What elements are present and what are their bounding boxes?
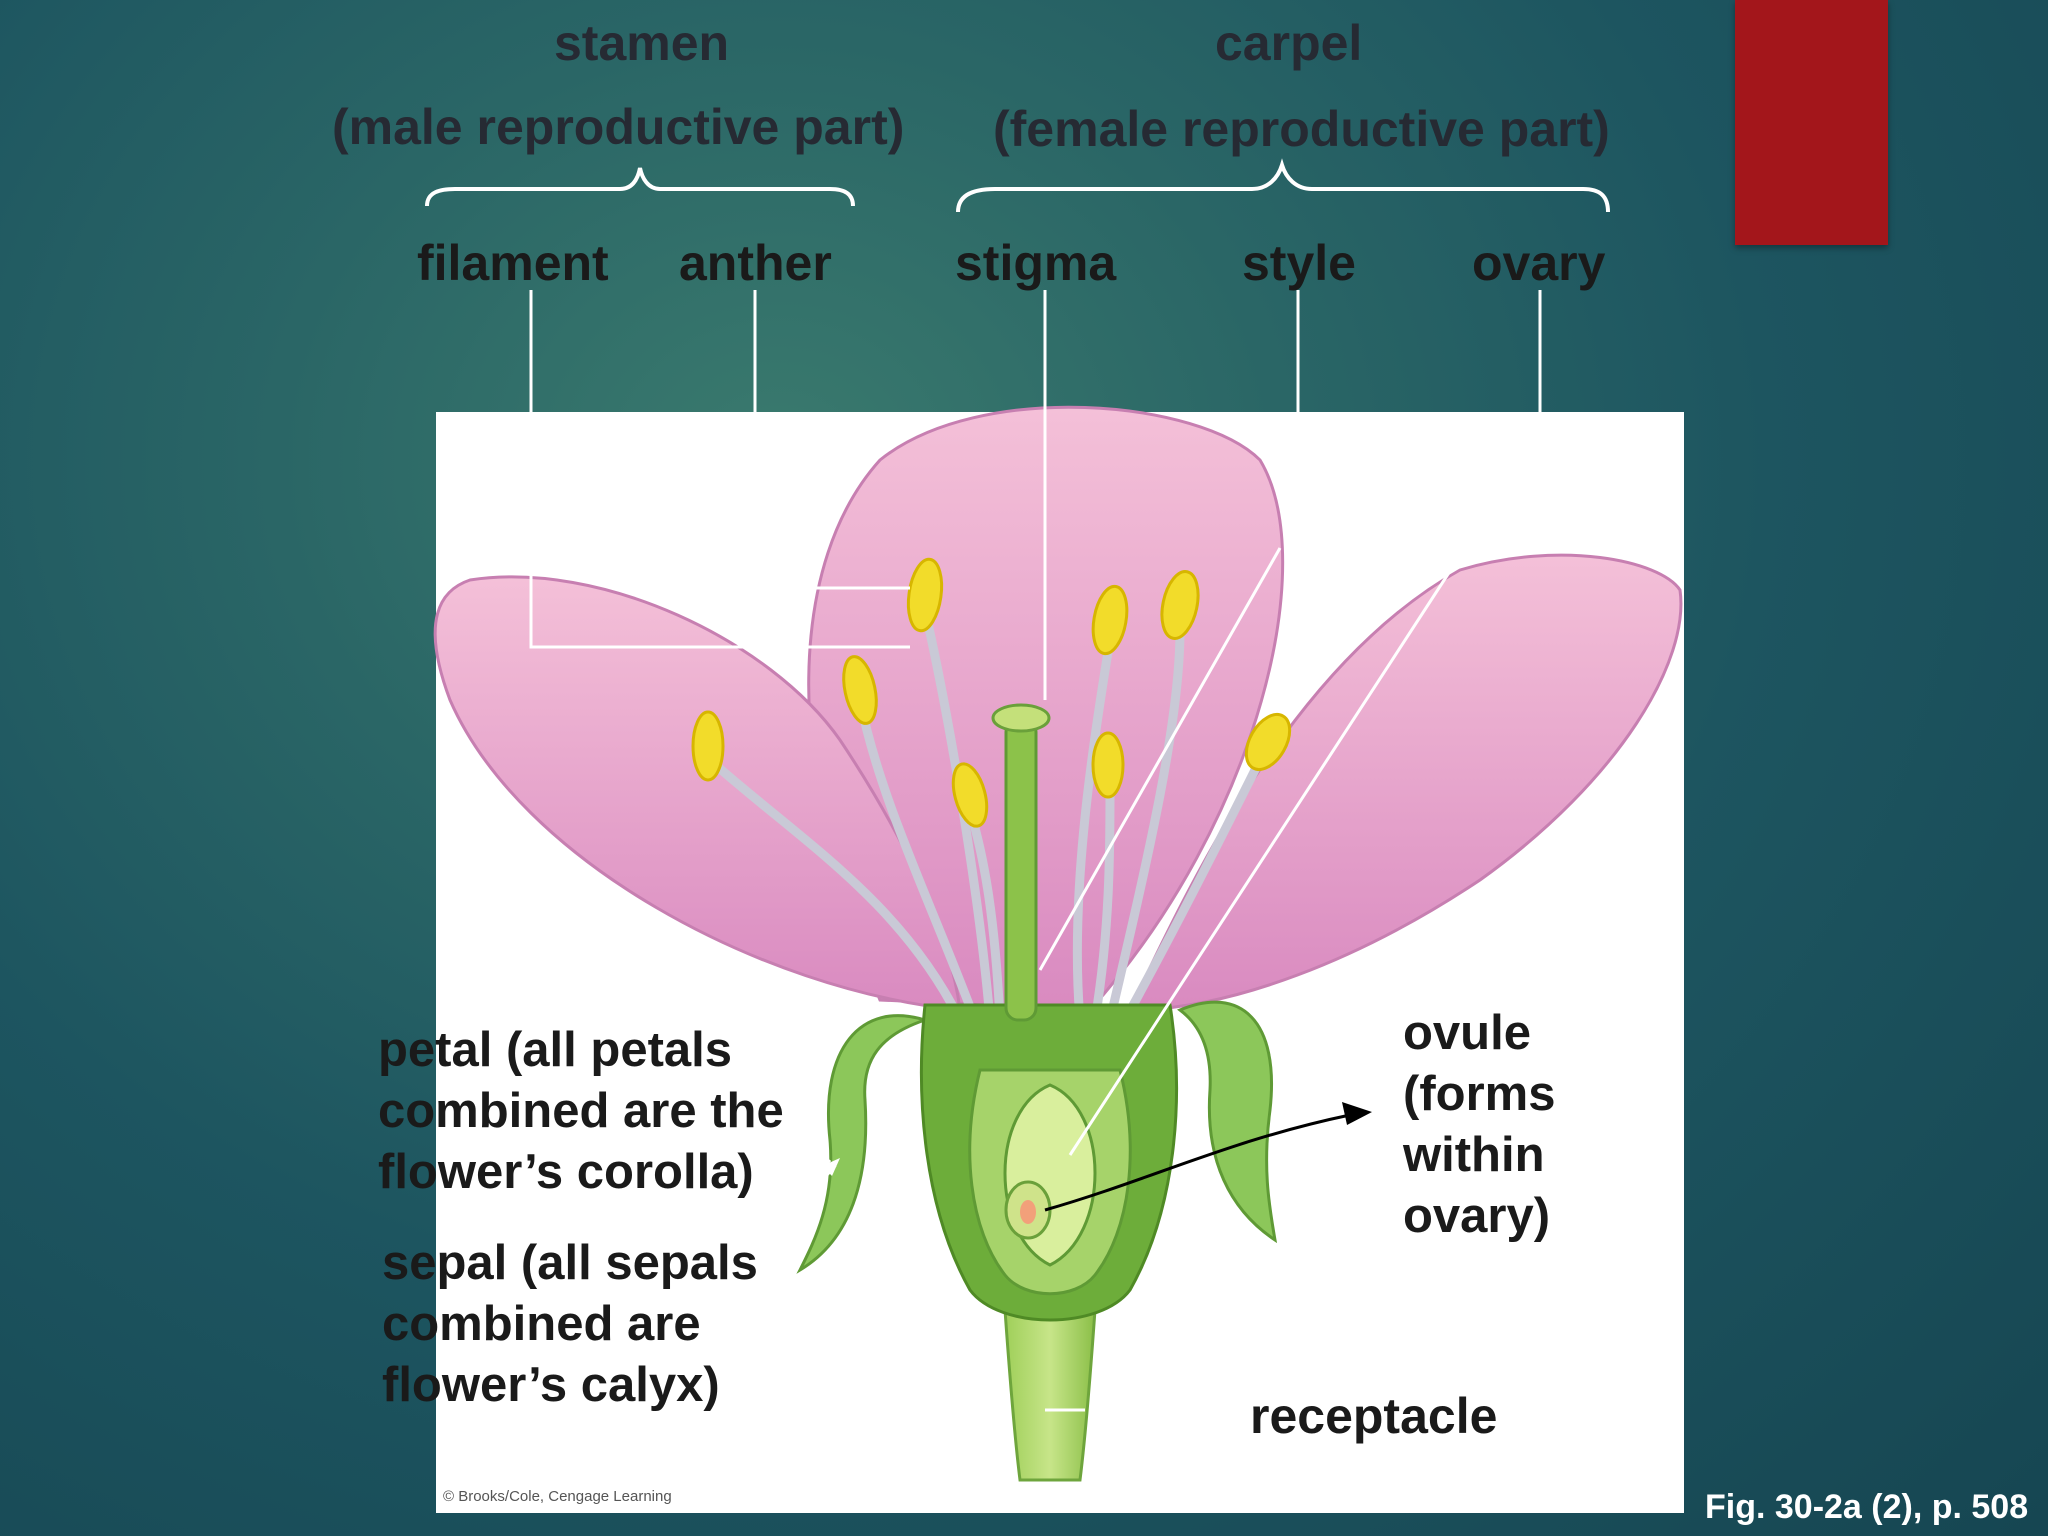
petal-arrow: [798, 1158, 840, 1207]
filament-line: [1072, 635, 1115, 1025]
ovule-arrow: [1044, 1102, 1372, 1212]
ovary-leader: [1068, 290, 1542, 1156]
anther-shape: [691, 710, 725, 782]
anther-shape: [906, 557, 944, 633]
accent-bar: [1735, 0, 1888, 245]
style-label: style: [1242, 235, 1356, 291]
right-sepal: [1176, 1000, 1278, 1244]
style-column: [1004, 718, 1038, 1022]
anther-leader-panel: [805, 586, 910, 649]
filament-line: [1090, 785, 1115, 1025]
stamens: [705, 605, 1270, 1025]
anther-shape: [1091, 731, 1125, 799]
ovule-core: [1020, 1200, 1036, 1224]
carpel-style: [991, 703, 1051, 1022]
carpel-brace: [956, 158, 1610, 213]
receptacle-and-ovary: [919, 1003, 1178, 1482]
receptacle-stem: [1003, 1308, 1097, 1482]
filament-line: [705, 755, 965, 1025]
anther-label: anther: [679, 235, 832, 291]
stigma-shape: [991, 703, 1051, 733]
filament-line: [1120, 745, 1270, 1025]
filament-line: [965, 805, 1005, 1025]
leader-lines: [529, 290, 1542, 1412]
petals: [433, 405, 1683, 1012]
anther-shape: [1091, 584, 1129, 656]
stamen-subheading: (male reproductive part): [332, 99, 905, 155]
sepals: [796, 1000, 1278, 1274]
carpel-subheading: (female reproductive part): [993, 101, 1610, 157]
style-leader: [1038, 290, 1300, 971]
stigma-label: stigma: [955, 235, 1117, 291]
figure-reference: Fig. 30-2a (2), p. 508: [1705, 1488, 2029, 1526]
image-credit: © Brooks/Cole, Cengage Learning: [443, 1488, 672, 1505]
left-sepal: [796, 1014, 930, 1274]
filament-leader: [529, 290, 780, 649]
filament-line: [855, 695, 980, 1025]
ovule-callout: ovule (forms within ovary): [1403, 1006, 1556, 1243]
anther-shape: [842, 655, 878, 725]
anther-shape: [1160, 570, 1200, 640]
carpel-heading: carpel: [1215, 15, 1363, 71]
petal-arrowhead: [822, 1158, 840, 1176]
ovary-label: ovary: [1472, 235, 1606, 291]
anthers: [691, 557, 1292, 828]
braces: [425, 158, 1610, 213]
filament-line: [1105, 625, 1185, 1025]
sepal-callout: sepal (all sepals combined are flower’s …: [382, 1236, 758, 1412]
receptacle-label: receptacle: [1250, 1388, 1498, 1444]
filament-label: filament: [417, 235, 609, 291]
stamen-brace: [425, 167, 855, 207]
left-petal: [433, 575, 962, 1012]
ovule-arrowhead: [1342, 1102, 1372, 1125]
petal-callout: petal (all petals combined are the flowe…: [378, 1023, 784, 1199]
anther-shape: [951, 762, 989, 828]
stamen-heading: stamen: [554, 15, 730, 71]
anther-shape: [1244, 713, 1292, 771]
